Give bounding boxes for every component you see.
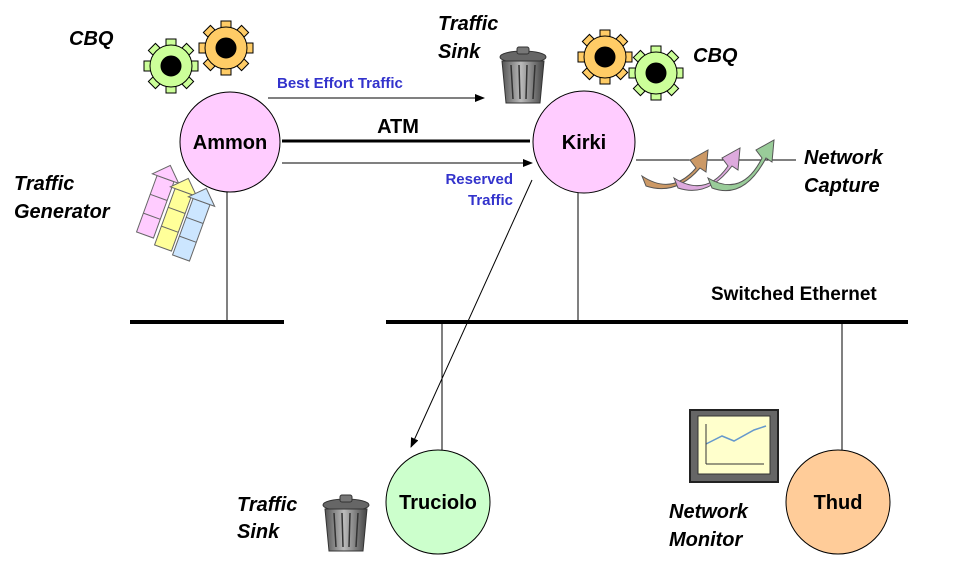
traffic-sink-bottom-label-1: Traffic: [237, 494, 297, 516]
trash-can-icon: [499, 46, 547, 104]
node-kirki: Kirki: [532, 90, 636, 194]
network-capture-label-2: Capture: [804, 175, 880, 197]
traffic-sink-top-label-1: Traffic: [438, 13, 498, 35]
monitor-icon: [689, 409, 779, 483]
switched-ethernet-label: Switched Ethernet: [711, 284, 877, 305]
atm-label: ATM: [377, 116, 419, 138]
node-thud: Thud: [785, 449, 891, 555]
kirki-to-truciolo-arrow: [410, 179, 533, 448]
gear-icon: [577, 29, 633, 85]
node-ammon: Ammon: [179, 91, 281, 193]
traffic-generator-label-1: Traffic: [14, 173, 74, 195]
gear-icon: [628, 45, 684, 101]
node-truciolo: Truciolo: [385, 449, 491, 555]
reserved-label-2: Traffic: [468, 192, 513, 209]
node-ammon-label: Ammon: [193, 132, 267, 154]
gear-icon: [143, 38, 199, 94]
trash-can-icon: [322, 494, 370, 552]
traffic-sink-bottom-label-2: Sink: [237, 521, 280, 543]
stacked-arrows-icon: [135, 164, 216, 262]
cbq-right-label: CBQ: [693, 45, 738, 67]
traffic-generator-label-2: Generator: [14, 201, 111, 223]
cbq-left-label: CBQ: [69, 28, 114, 50]
node-kirki-label: Kirki: [562, 132, 606, 154]
node-thud-label: Thud: [814, 492, 863, 514]
best-effort-label: Best Effort Traffic: [277, 75, 403, 92]
reserved-label-1: Reserved: [445, 171, 513, 188]
traffic-sink-top-label-2: Sink: [438, 41, 481, 63]
network-monitor-label-2: Monitor: [669, 529, 744, 551]
gear-icon: [198, 20, 254, 76]
network-capture-label-1: Network: [804, 147, 884, 169]
network-monitor-label-1: Network: [669, 501, 749, 523]
node-truciolo-label: Truciolo: [399, 492, 477, 514]
curved-arrows-icon: [640, 139, 775, 192]
